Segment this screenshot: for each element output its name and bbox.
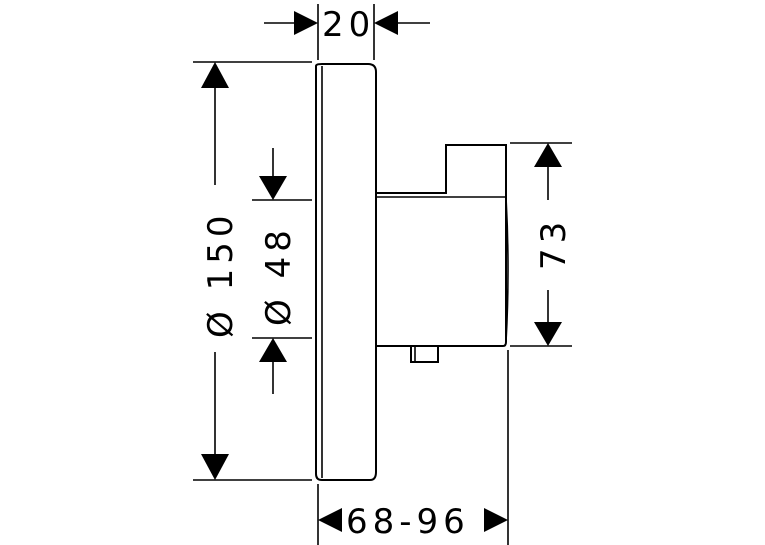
dimension-label-top-width: 20 — [322, 5, 375, 45]
dimension-top-width: 20 — [264, 4, 430, 60]
dimension-label-outer-diameter: Ø 150 — [201, 211, 241, 338]
dimension-outer-diameter: Ø 150 — [193, 61, 312, 481]
wall-plate — [315, 63, 377, 481]
dimension-label-bottom-depth: 68-96 — [346, 502, 470, 542]
thermostat-body — [375, 144, 509, 363]
dimension-label-inner-diameter: Ø 48 — [259, 225, 299, 326]
dimension-inner-diameter: Ø 48 — [252, 148, 312, 394]
dimension-label-right-height: 73 — [534, 217, 574, 270]
dimension-right-height: 73 — [510, 142, 574, 347]
dimension-bottom-depth: 68-96 — [317, 350, 509, 545]
